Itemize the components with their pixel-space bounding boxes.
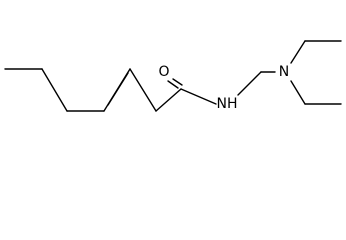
- bond-nh-ch2: [237, 71, 262, 96]
- bond-c1-o-double: [172, 78, 183, 86]
- bond-c1-nh: [180, 88, 217, 105]
- bond-c2-c1: [155, 88, 182, 112]
- carbon-chain: [4, 68, 182, 112]
- amine-nitrogen-label: N: [279, 64, 289, 80]
- amide-nitrogen-label: NH: [217, 96, 238, 112]
- diethylamino-group: [290, 40, 342, 105]
- bond-c1-o: [167, 80, 179, 89]
- bond-c6-c5: [41, 68, 68, 112]
- carbonyl-group: [167, 78, 183, 89]
- oxygen-atom-label: O: [158, 64, 169, 80]
- bond-n-ethyl1-ch2: [290, 40, 306, 64]
- chemical-structure-diagram: O NH N: [4, 40, 342, 112]
- bond-c4-c3-double: [107, 72, 129, 106]
- bond-c3-c2: [129, 68, 157, 112]
- bond-n-ethyl2-ch2: [290, 80, 306, 105]
- amide-linkage: [180, 71, 276, 105]
